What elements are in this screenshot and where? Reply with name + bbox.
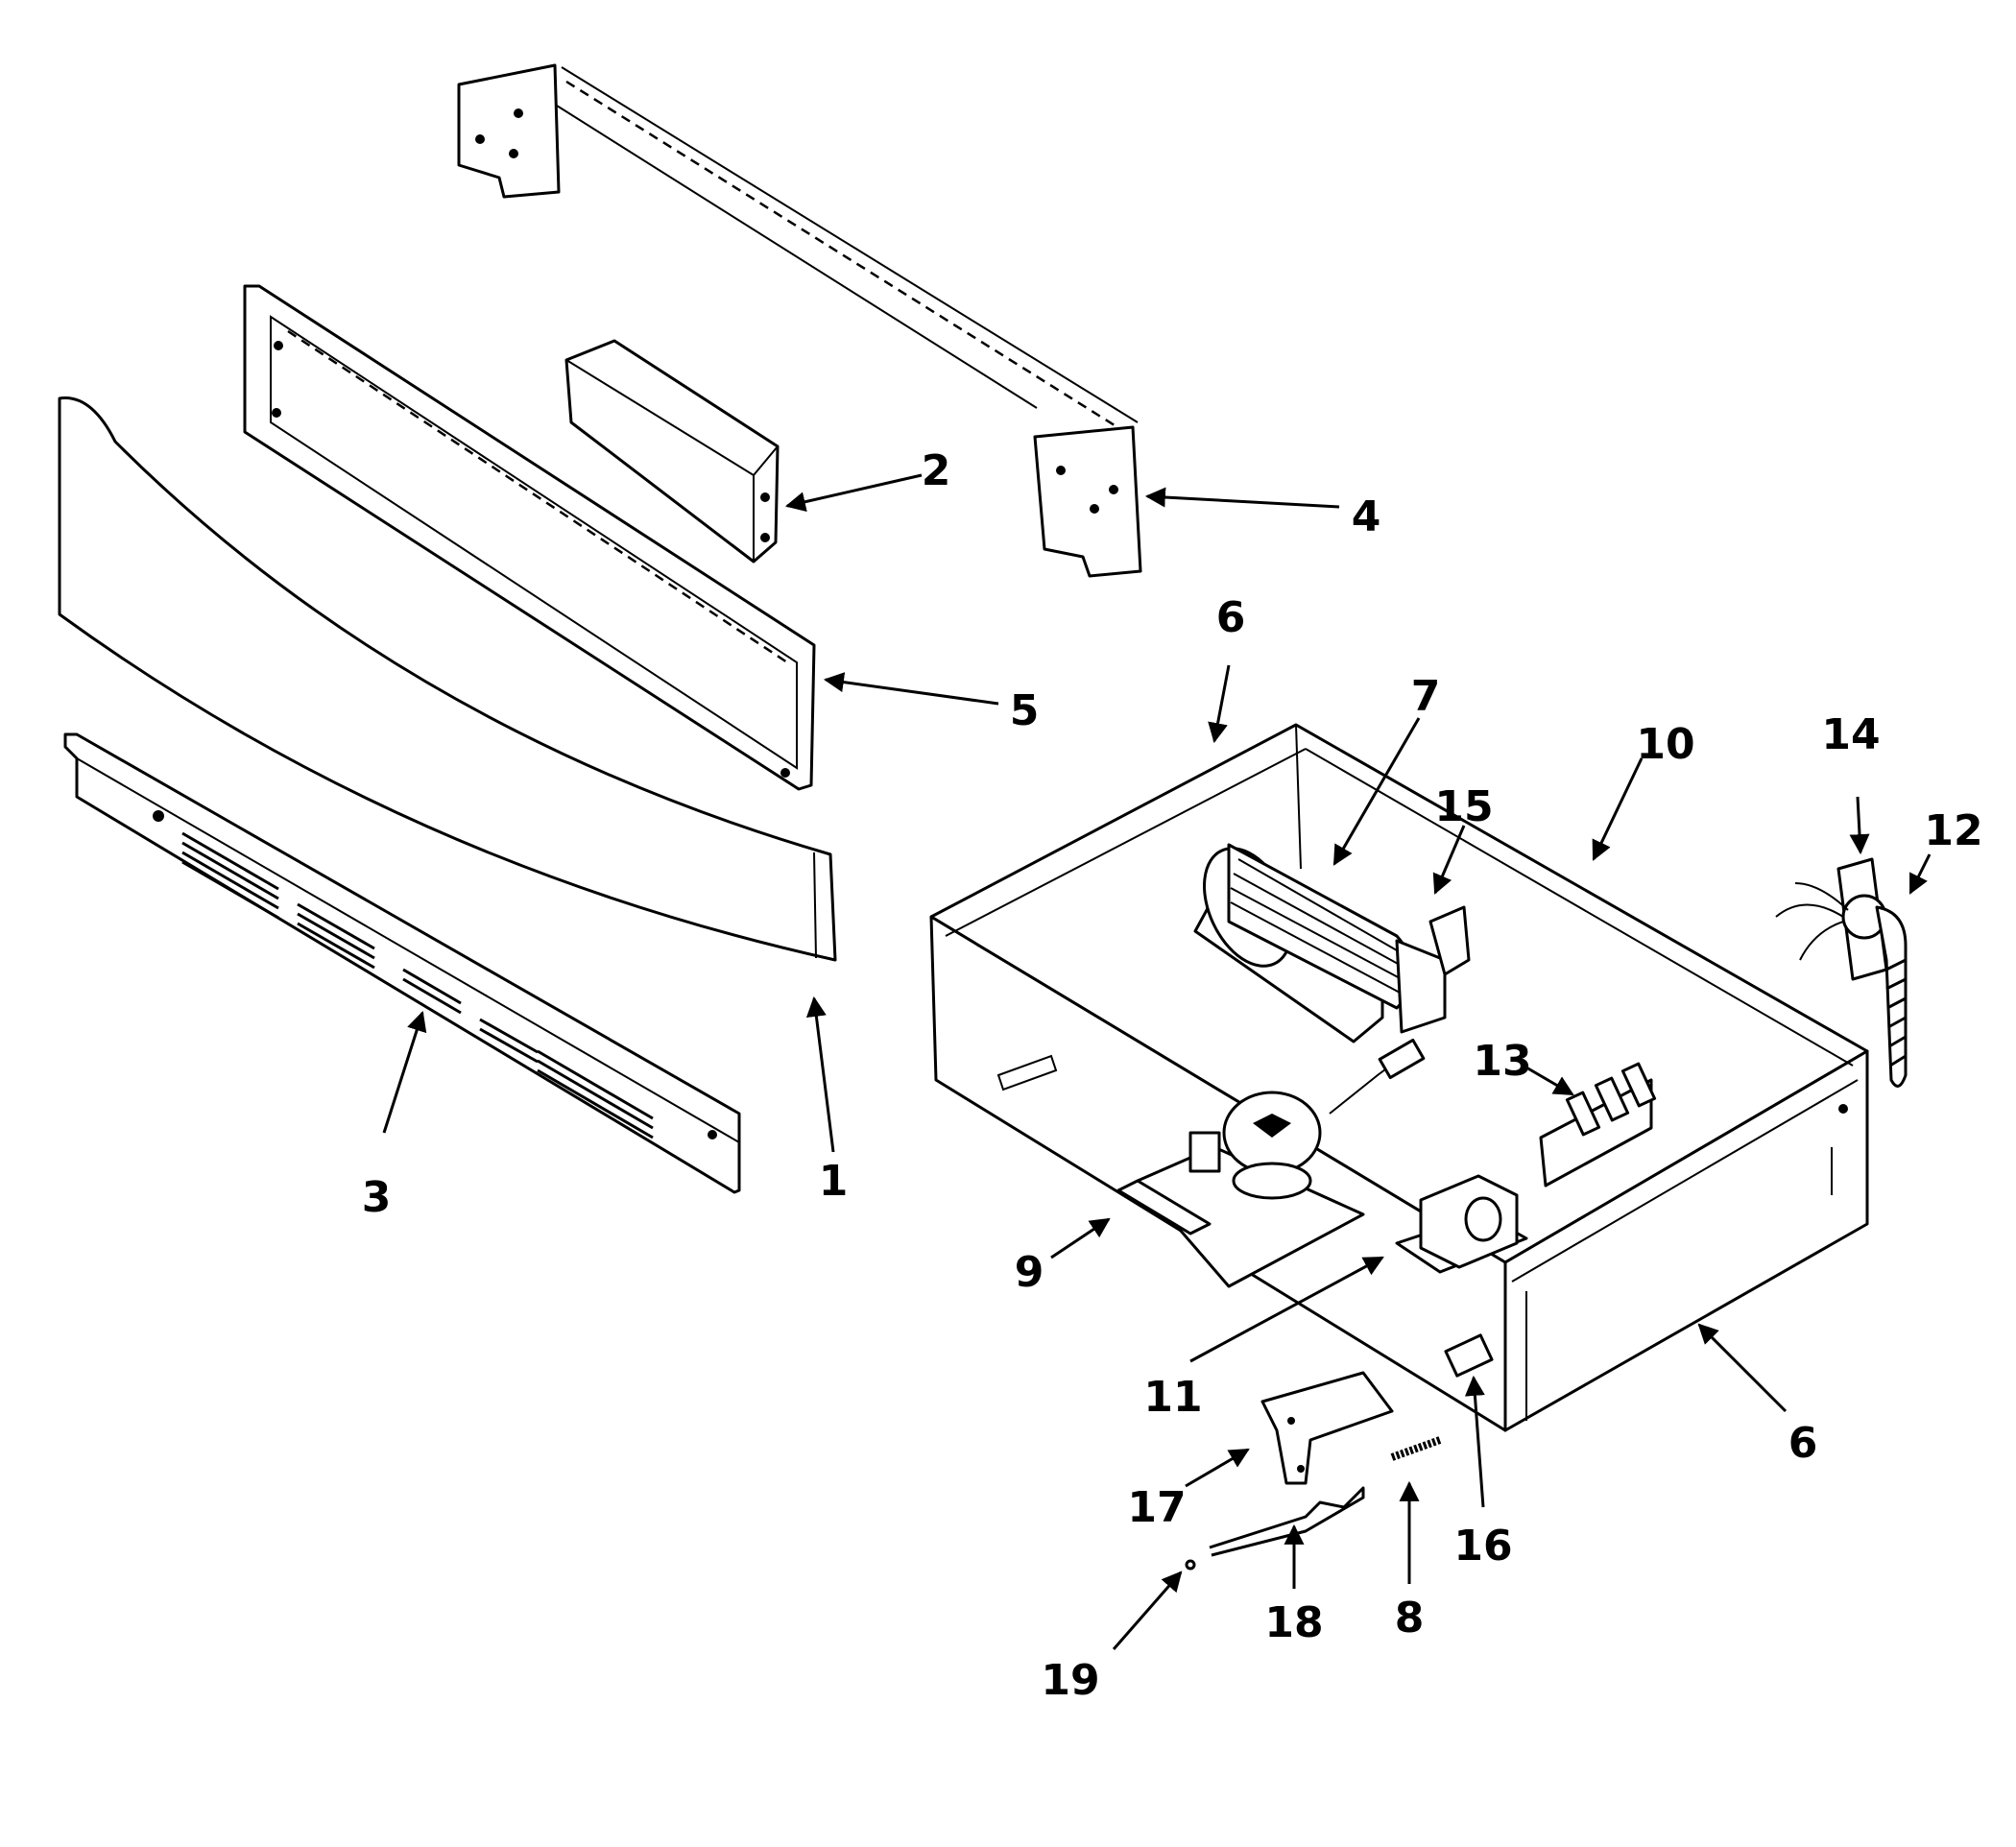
callout-18: 18 (1264, 1598, 1323, 1647)
part-2-control-module (564, 339, 780, 564)
wire-harness (1329, 1038, 1426, 1115)
part-5-frame (243, 284, 816, 791)
callout-11: 11 (1143, 1373, 1202, 1422)
callout-1: 1 (819, 1157, 849, 1206)
callout-6-bottom: 6 (1788, 1419, 1818, 1468)
callout-7: 7 (1411, 672, 1441, 721)
part-9-latch-assembly (1116, 1091, 1365, 1288)
callout-15: 15 (1434, 782, 1493, 831)
callout-9: 9 (1015, 1248, 1044, 1297)
part-18-latch-rod (1209, 1486, 1365, 1557)
part-11-transformer (1395, 1174, 1528, 1274)
part-8-spring (1390, 1436, 1442, 1461)
callout-4: 4 (1352, 492, 1381, 541)
part-6-10-drawer-box (929, 723, 1869, 1432)
callout-labels: 1 2 3 4 5 6 6 7 8 9 10 11 12 13 14 15 16… (362, 446, 1983, 1705)
part-15-motor-bracket (1428, 905, 1471, 976)
callout-13: 13 (1473, 1037, 1531, 1086)
callout-16: 16 (1453, 1522, 1512, 1571)
callout-5: 5 (1010, 686, 1040, 735)
callout-19: 19 (1041, 1656, 1099, 1705)
callout-6-top: 6 (1216, 593, 1246, 642)
callout-8: 8 (1395, 1594, 1425, 1643)
callout-10: 10 (1636, 720, 1694, 769)
part-3-vent-trim (63, 732, 741, 1194)
part-7-blower-fan (1193, 843, 1447, 1043)
part-13-terminal-block (1539, 1062, 1657, 1187)
callout-14: 14 (1821, 710, 1880, 759)
part-19-clip (1185, 1559, 1196, 1571)
leader-lines (382, 473, 1932, 1650)
callout-17: 17 (1127, 1483, 1186, 1532)
callout-12: 12 (1924, 806, 1982, 855)
part-4-rear-bracket (457, 63, 1142, 578)
callout-3: 3 (362, 1173, 392, 1222)
part-16-switch (1444, 1333, 1494, 1378)
part-17-latch-bracket (1260, 1371, 1394, 1485)
part-1-curved-panel (58, 396, 837, 962)
callout-2: 2 (922, 446, 951, 495)
part-14-12-power-cord (1775, 857, 1908, 1088)
